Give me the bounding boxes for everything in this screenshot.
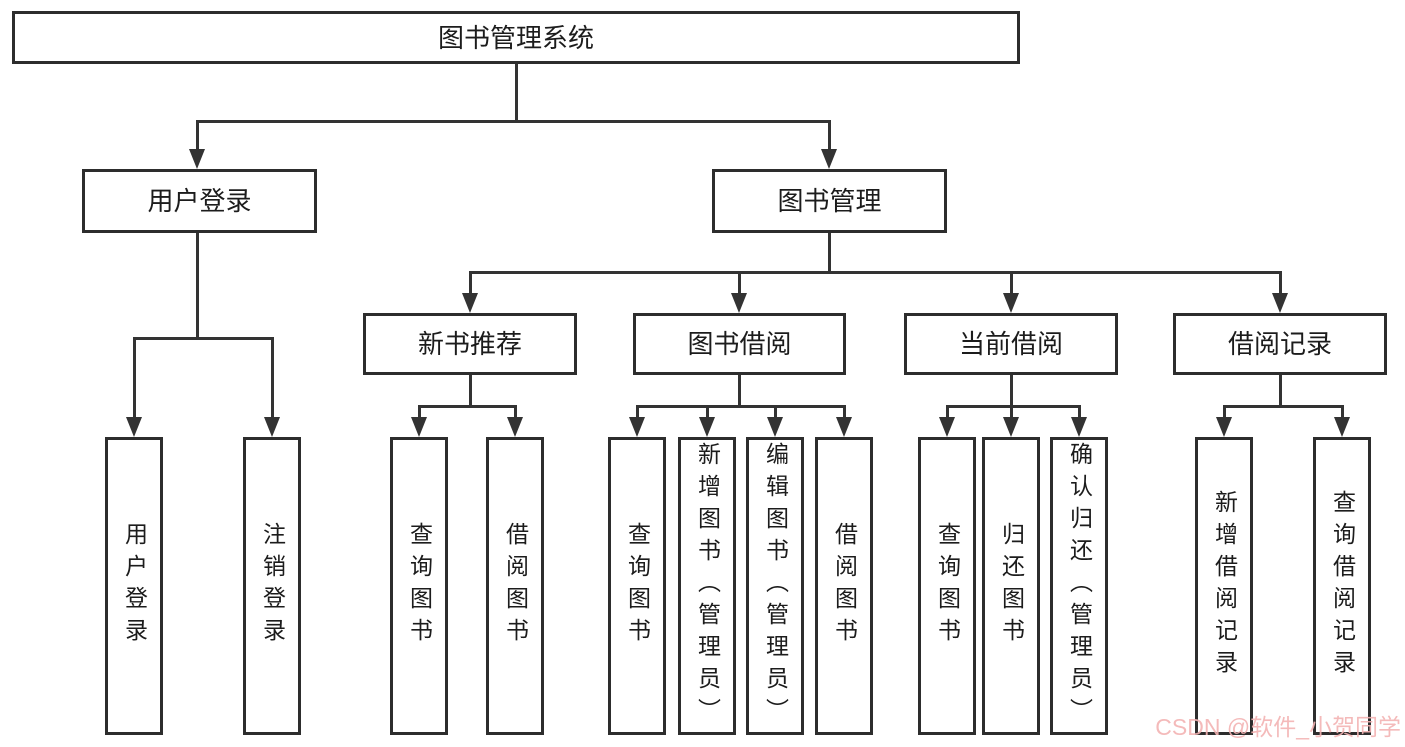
node-label: 归还图书 <box>998 522 1025 650</box>
csdn-watermark: CSDN @软件_小贺同学 <box>1155 714 1401 740</box>
node-label: 新书推荐 <box>417 329 522 359</box>
arrow-down-icon <box>1003 417 1019 437</box>
arrow-down-icon <box>836 417 852 437</box>
edge-drop-book-borrow <box>738 271 741 295</box>
node-label: 新增图书（管理员） <box>694 442 721 730</box>
arrow-down-icon <box>699 417 715 437</box>
arrow-down-icon <box>507 417 523 437</box>
leaf-confirm-return-admin: 确认归还（管理员） <box>1050 437 1108 735</box>
edge-book-borrow-stub <box>738 375 741 407</box>
arrow-down-icon <box>1003 293 1019 313</box>
edge-drop-leaf-logout <box>271 337 274 419</box>
node-label: 借阅记录 <box>1227 329 1332 359</box>
node-new-book-recommend: 新书推荐 <box>363 313 577 375</box>
leaf-edit-book-admin: 编辑图书（管理员） <box>746 437 804 735</box>
node-label: 注销登录 <box>259 522 286 650</box>
leaf-add-borrow-record: 新增借阅记录 <box>1195 437 1253 735</box>
edge-drop <box>1010 405 1013 419</box>
node-user-login: 用户登录 <box>82 169 317 233</box>
node-label: 图书借阅 <box>687 329 792 359</box>
edge-drop-borrow-records <box>1279 271 1282 295</box>
edge-current-borrow-bar <box>946 405 1080 408</box>
node-label: 图书管理 <box>777 186 882 216</box>
edge-drop <box>843 405 846 419</box>
leaf-query-books-recommend: 查询图书 <box>390 437 448 735</box>
node-label: 图书管理系统 <box>437 22 594 53</box>
arrow-down-icon <box>126 417 142 437</box>
edge-borrow-records-stub <box>1279 375 1282 407</box>
leaf-borrow-books: 借阅图书 <box>815 437 873 735</box>
arrow-down-icon <box>264 417 280 437</box>
arrow-down-icon <box>939 417 955 437</box>
node-label: 用户登录 <box>121 522 148 650</box>
node-label: 用户登录 <box>147 186 252 216</box>
arrow-down-icon <box>1272 293 1288 313</box>
leaf-query-borrow-record: 查询借阅记录 <box>1313 437 1371 735</box>
edge-drop <box>706 405 709 419</box>
edge-current-borrow-stub <box>1010 375 1013 407</box>
edge-drop <box>418 405 421 419</box>
node-label: 编辑图书（管理员） <box>762 442 789 730</box>
node-label: 当前借阅 <box>958 329 1063 359</box>
arrow-down-icon <box>1334 417 1350 437</box>
node-label: 借阅图书 <box>831 522 858 650</box>
edge-book-management-bar <box>469 271 1282 274</box>
arrow-down-icon <box>821 149 837 169</box>
edge-drop <box>946 405 949 419</box>
node-label: 查询图书 <box>406 522 433 650</box>
node-label: 查询借阅记录 <box>1329 490 1356 682</box>
edge-book-management-stub <box>828 233 831 273</box>
node-label: 新增借阅记录 <box>1211 490 1238 682</box>
edge-drop-book-management <box>828 120 831 151</box>
edge-drop <box>1223 405 1226 419</box>
edge-borrow-records-bar <box>1223 405 1343 408</box>
edge-root-stub <box>515 64 518 122</box>
leaf-borrow-books-recommend: 借阅图书 <box>486 437 544 735</box>
leaf-add-book-admin: 新增图书（管理员） <box>678 437 736 735</box>
edge-book-borrow-bar <box>636 405 845 408</box>
leaf-query-books-current: 查询图书 <box>918 437 976 735</box>
edge-drop <box>774 405 777 419</box>
node-book-management: 图书管理 <box>712 169 947 233</box>
arrow-down-icon <box>1071 417 1087 437</box>
edge-drop <box>636 405 639 419</box>
edge-new-book-stub <box>469 375 472 407</box>
arrow-down-icon <box>411 417 427 437</box>
arrow-down-icon <box>767 417 783 437</box>
leaf-user-login: 用户登录 <box>105 437 163 735</box>
edge-drop-user-login <box>196 120 199 151</box>
leaf-query-books-borrow: 查询图书 <box>608 437 666 735</box>
node-library-system: 图书管理系统 <box>12 11 1020 64</box>
node-label: 确认归还（管理员） <box>1066 442 1093 730</box>
edge-user-login-stub <box>196 233 199 339</box>
node-label: 查询图书 <box>934 522 961 650</box>
arrow-down-icon <box>1216 417 1232 437</box>
edge-drop-current-borrow <box>1010 271 1013 295</box>
node-label: 借阅图书 <box>502 522 529 650</box>
edge-drop <box>1078 405 1081 419</box>
node-book-borrow: 图书借阅 <box>633 313 846 375</box>
arrow-down-icon <box>189 149 205 169</box>
edge-drop-leaf-user-login <box>133 337 136 419</box>
arrow-down-icon <box>629 417 645 437</box>
edge-drop <box>514 405 517 419</box>
edge-user-login-bar <box>133 337 273 340</box>
edge-root-bar <box>196 120 831 123</box>
edge-drop <box>1341 405 1344 419</box>
node-label: 查询图书 <box>624 522 651 650</box>
node-borrow-records: 借阅记录 <box>1173 313 1387 375</box>
arrow-down-icon <box>731 293 747 313</box>
node-current-borrow: 当前借阅 <box>904 313 1118 375</box>
leaf-logout: 注销登录 <box>243 437 301 735</box>
edge-new-book-bar <box>418 405 516 408</box>
arrow-down-icon <box>462 293 478 313</box>
edge-drop-new-book <box>469 271 472 295</box>
leaf-return-books: 归还图书 <box>982 437 1040 735</box>
